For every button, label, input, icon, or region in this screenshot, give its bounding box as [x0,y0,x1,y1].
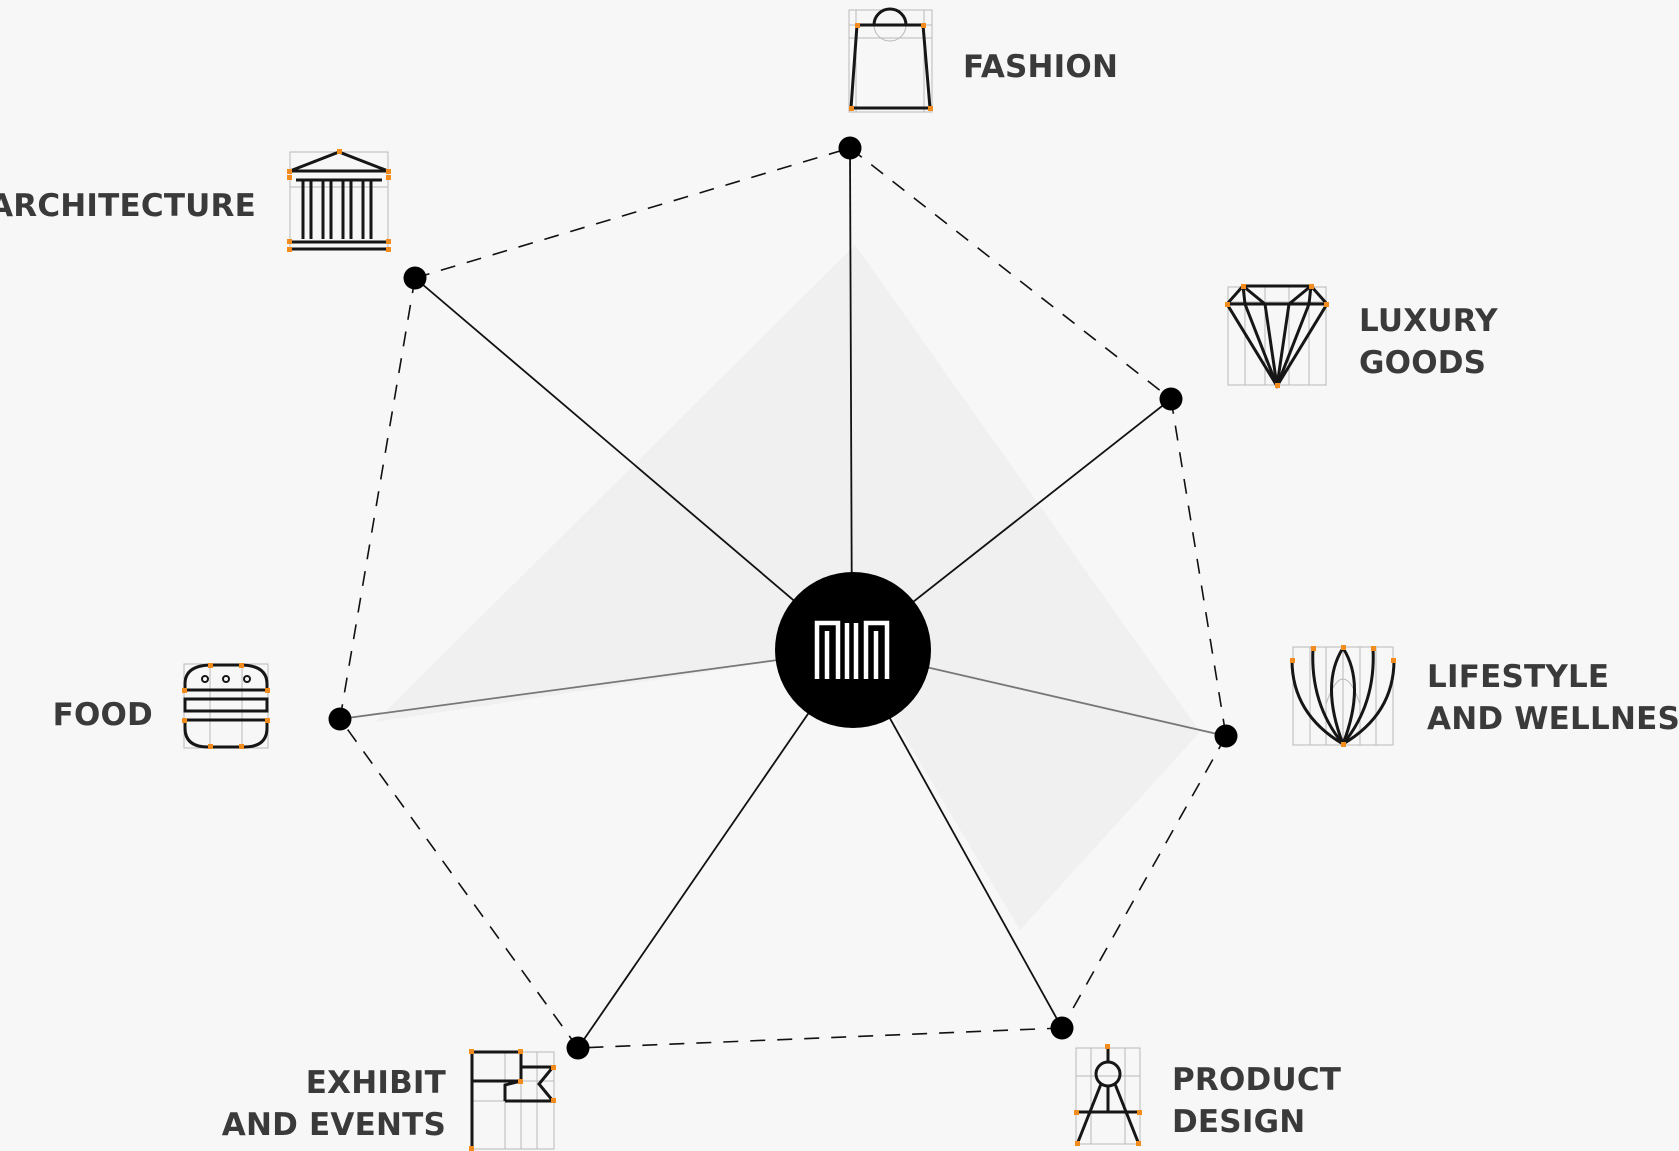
label-product-design: PRODUCT DESIGN [1172,1062,1342,1140]
perimeter-dashed-links [339,147,1227,1049]
dashed-link-product-exhibit [577,1027,1063,1049]
center-circle [775,572,931,728]
node-fashion[interactable] [838,136,862,160]
spoke-exhibit [577,649,853,1049]
nm-monogram-logo [814,620,890,679]
center-hub[interactable] [775,572,931,728]
dashed-link-lifestyle-product [1061,735,1227,1029]
spoke-architecture [414,277,853,651]
node-lifestyle-and-wellness[interactable] [1214,724,1238,748]
spoke-food [339,649,853,720]
label-luxury-goods: LUXURY GOODS [1359,303,1498,381]
node-exhibit-and-events[interactable] [566,1036,590,1060]
spoke-fashion [849,147,853,651]
node-product-design[interactable] [1050,1016,1074,1040]
node-architecture[interactable] [403,266,427,290]
compass-icon [1074,1044,1142,1148]
dashed-link-architecture-fashion [414,147,851,279]
shopping-bag-icon [848,7,933,115]
label-architecture: ARCHITECTURE [0,188,256,224]
spoke-lines [339,147,1227,1049]
dashed-link-food-architecture [339,277,416,720]
diamond-icon [1225,284,1329,389]
dashed-link-luxury-lifestyle [1170,398,1227,737]
background-fan-shape [375,245,1200,930]
node-luxury-goods[interactable] [1159,387,1183,411]
lotus-icon [1290,644,1396,748]
label-exhibit-and-events: EXHIBIT AND EVENTS [221,1065,446,1143]
label-lifestyle-and-wellness: LIFESTYLE AND WELLNESS [1427,659,1679,737]
label-fashion: FASHION [963,49,1119,85]
label-food: FOOD [52,697,153,733]
dashed-link-fashion-luxury [849,147,1172,400]
node-food[interactable] [328,707,352,731]
flag-icon [469,1049,557,1151]
dashed-link-exhibit-food [339,718,579,1049]
category-nodes [328,136,1238,1060]
classical-building-icon [287,149,391,253]
burger-icon [182,662,270,750]
